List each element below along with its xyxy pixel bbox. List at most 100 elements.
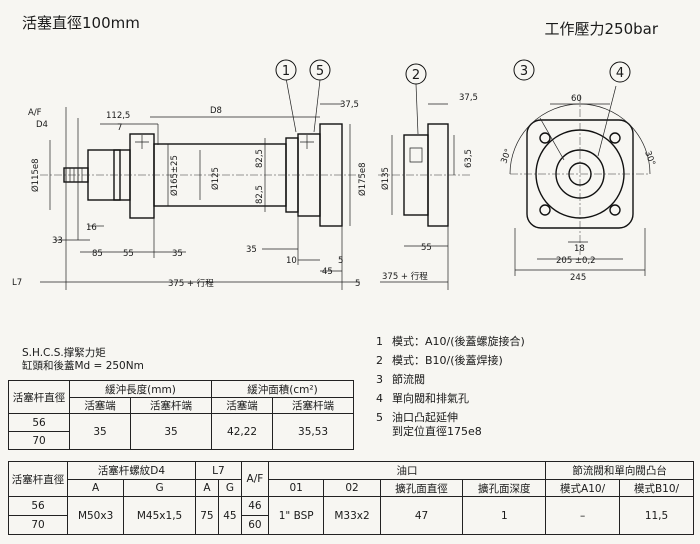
header-mode-a10: 模式A10/ — [545, 479, 621, 497]
rod-70: 70 — [8, 431, 70, 450]
mode-b10-value: 11,5 — [619, 496, 694, 535]
shcs-torque: 缸頭和後蓋Md = 250Nm — [22, 360, 144, 372]
rod-70-2: 70 — [8, 515, 68, 535]
spotface-depth-value: 1 — [462, 496, 547, 535]
leader-1 — [285, 77, 297, 133]
legend-item-5-detail: 到定位直徑175e8 — [392, 425, 482, 438]
dim-33: 33 — [52, 236, 63, 246]
dim-825b: 82,5 — [255, 185, 265, 204]
dim-stroke1: 375 + 行程 — [168, 278, 214, 289]
dim-60: 60 — [571, 94, 582, 104]
dim-7: 7 — [117, 123, 122, 133]
thread-port-table: 活塞杆直徑 活塞杆螺紋D4 L7 A/F 油口 節流閥和單向閥凸台 A G A … — [8, 461, 694, 535]
thread-a-value: M50x3 — [66, 496, 125, 535]
header-rod-diameter: 活塞杆直徑 — [8, 380, 70, 414]
port-01-value: 1" BSP — [267, 496, 325, 535]
leader-3 — [539, 117, 565, 161]
dim-635: 63,5 — [464, 149, 474, 168]
rod-56: 56 — [8, 413, 70, 432]
spotface-diameter-value: 47 — [379, 496, 464, 535]
dim-35b: 35 — [246, 245, 257, 255]
cushion-area-rod: 35,53 — [272, 413, 354, 450]
dim-5a: 5 — [338, 256, 343, 266]
callout-2: 2 — [405, 63, 427, 85]
header-rod-end-area: 活塞杆端 — [272, 397, 354, 414]
cushion-area-piston: 42,22 — [210, 413, 274, 450]
af-70: 60 — [240, 515, 269, 535]
header-rod-diameter-2: 活塞杆直徑 — [8, 461, 68, 497]
header-port-01: 01 — [267, 479, 325, 497]
cushion-table: 活塞杆直徑 緩沖長度(mm) 緩沖面積(cm²) 活塞端 活塞杆端 活塞端 活塞… — [8, 380, 355, 450]
header-cushion-area: 緩沖面積(cm²) — [210, 380, 355, 398]
port-02-value: M33x2 — [323, 496, 381, 535]
l7-g-value: 45 — [217, 496, 242, 535]
dim-phi135: Ø135 — [380, 167, 391, 190]
cap-side-view — [378, 83, 470, 290]
header-l7: L7 — [194, 461, 242, 480]
dim-30a: 30° — [499, 147, 514, 165]
leader-2 — [415, 83, 419, 135]
svg-text:4: 4 — [616, 66, 624, 81]
dim-phi125: Ø125 — [210, 167, 221, 190]
svg-text:3: 3 — [520, 64, 528, 79]
rod-gland — [87, 149, 131, 201]
cylinder-end-view — [509, 85, 651, 276]
svg-text:2: 2 — [412, 68, 420, 83]
header-piston-end-area: 活塞端 — [210, 397, 274, 414]
cushion-length-rod: 35 — [130, 413, 212, 450]
l7-a-value: 75 — [194, 496, 219, 535]
leader-4 — [597, 85, 617, 157]
cylinder-side-view — [40, 77, 360, 290]
cushion-length-piston: 35 — [68, 413, 132, 450]
header-af: A/F — [240, 461, 269, 497]
welded-port-mark — [409, 147, 423, 163]
page-title: 活塞直徑100mm — [22, 14, 140, 32]
dim-af: A/F — [28, 108, 42, 118]
bolt-hole-bl — [539, 204, 551, 216]
working-pressure-title: 工作壓力250bar — [544, 20, 658, 38]
dim-55b: 55 — [421, 243, 432, 253]
dim-18: 18 — [574, 244, 585, 254]
svg-text:5: 5 — [316, 64, 324, 79]
dim-5b: 5 — [355, 279, 360, 289]
rod-56-2: 56 — [8, 496, 68, 516]
dim-85: 85 — [92, 249, 103, 259]
dim-stroke2: 375 + 行程 — [382, 271, 428, 282]
shcs-note: S.H.C.S.撑緊力矩 缸頭和後蓋Md = 250Nm — [22, 347, 144, 373]
dim-d4: D4 — [36, 120, 48, 130]
dim-45: 45 — [322, 267, 333, 277]
shcs-title: S.H.C.S.撑緊力矩 — [22, 347, 106, 359]
header-thread-a: A — [66, 479, 125, 497]
header-piston-end: 活塞端 — [68, 397, 132, 414]
callout-4: 4 — [609, 61, 631, 83]
dim-16: 16 — [86, 223, 97, 233]
header-spotface-diameter: 擴孔面直徑 — [379, 479, 464, 497]
header-spotface-depth: 擴孔面深度 — [462, 479, 547, 497]
dim-l7: L7 — [12, 278, 22, 288]
header-l7-a: A — [194, 479, 219, 497]
dim-10: 10 — [286, 256, 297, 266]
dim-30b: 30° — [642, 150, 657, 168]
bolt-hole-tl — [539, 132, 551, 144]
thread-g-value: M45x1,5 — [123, 496, 196, 535]
header-valve-boss: 節流閥和單向閥凸台 — [545, 461, 694, 480]
mode-a10-value: – — [545, 496, 621, 535]
leader-5 — [313, 79, 321, 133]
header-cushion-length: 緩沖長度(mm) — [69, 380, 212, 398]
dim-245: 245 — [570, 273, 586, 283]
header-l7-g: G — [217, 479, 242, 497]
dim-35a: 35 — [172, 249, 183, 259]
af-56: 46 — [240, 496, 269, 516]
callout-3: 3 — [513, 59, 535, 81]
dim-d8: D8 — [210, 106, 222, 116]
dim-phi115: Ø115e8 — [30, 158, 41, 192]
header-rod-thread: 活塞杆螺紋D4 — [67, 461, 196, 480]
header-thread-g: G — [123, 479, 196, 497]
dim-55a: 55 — [123, 249, 134, 259]
header-mode-b10: 模式B10/ — [619, 479, 694, 497]
cap-port-mark — [300, 135, 314, 149]
